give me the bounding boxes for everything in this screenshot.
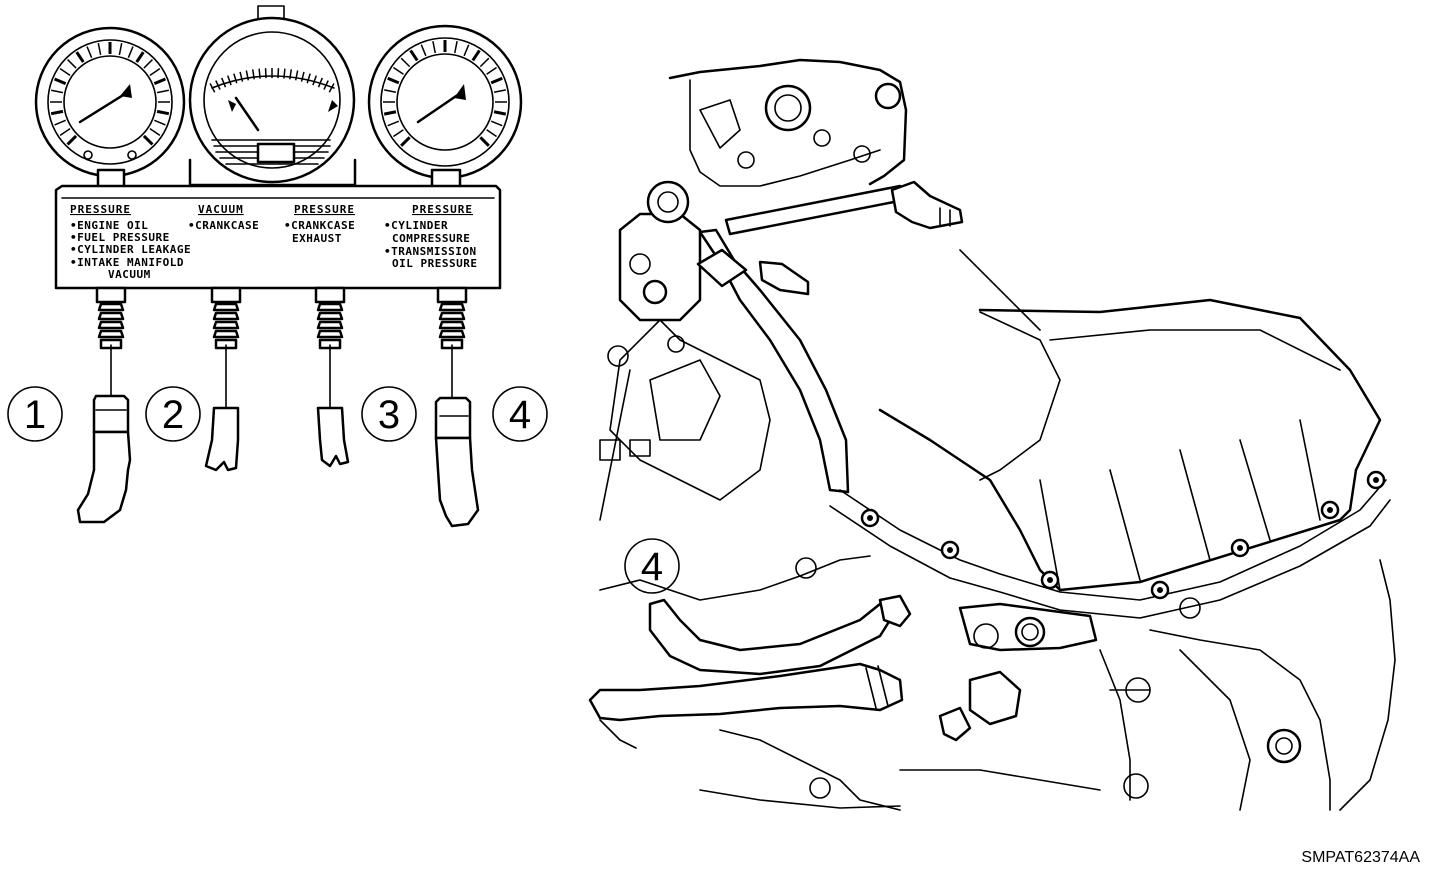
use-oil-pressure: OIL PRESSURE xyxy=(392,257,477,270)
use-compressure: COMPRESSURE xyxy=(392,232,470,245)
cylinder-head-area xyxy=(670,60,906,186)
left-pressure-gauge xyxy=(36,28,184,190)
center-vacuum-gauge xyxy=(190,6,355,185)
fittings xyxy=(97,288,466,348)
use-intake-manifold-vacuum: VACUUM xyxy=(108,268,151,281)
callout-3-number: 3 xyxy=(378,393,400,437)
header-pressure-mid: PRESSURE xyxy=(294,203,355,216)
callout-4-engine: 4 xyxy=(625,539,679,593)
use-cylinder: •CYLINDER xyxy=(384,219,448,232)
hose-1 xyxy=(78,345,130,522)
callout-2: 2 xyxy=(146,387,200,441)
callout-1-number: 1 xyxy=(24,393,46,437)
vacuum-line-tube xyxy=(698,182,962,492)
cover-gasket xyxy=(830,472,1390,618)
right-pressure-gauge xyxy=(369,26,521,190)
callout-3: 3 xyxy=(362,387,416,441)
header-pressure-left: PRESSURE xyxy=(70,203,131,216)
hose-2 xyxy=(206,345,238,470)
header-pressure-right: PRESSURE xyxy=(412,203,473,216)
header-vacuum: VACUUM xyxy=(198,203,244,216)
vacuum-hose-engine xyxy=(590,596,910,748)
use-exhaust: EXHAUST xyxy=(292,232,342,245)
callout-4: 4 xyxy=(493,387,547,441)
engine-view: 4 xyxy=(590,60,1395,810)
valve-cover xyxy=(880,250,1380,590)
use-cylinder-leakage: •CYLINDER LEAKAGE xyxy=(70,243,191,256)
callout-1: 1 xyxy=(8,387,62,441)
callout-4-number: 4 xyxy=(509,393,531,437)
hose-3 xyxy=(318,345,348,466)
figure-reference-code: SMPAT62374AA xyxy=(1301,849,1420,866)
mounting-bracket xyxy=(600,182,700,460)
gauge-set: PRESSURE VACUUM PRESSURE PRESSURE •ENGIN… xyxy=(8,6,547,526)
callout-2-number: 2 xyxy=(162,393,184,437)
callout-4-engine-number: 4 xyxy=(641,545,663,589)
hose-4 xyxy=(436,345,478,526)
use-crankcase-pressure: •CRANKCASE xyxy=(284,219,355,232)
use-crankcase-vacuum: •CRANKCASE xyxy=(188,219,259,232)
